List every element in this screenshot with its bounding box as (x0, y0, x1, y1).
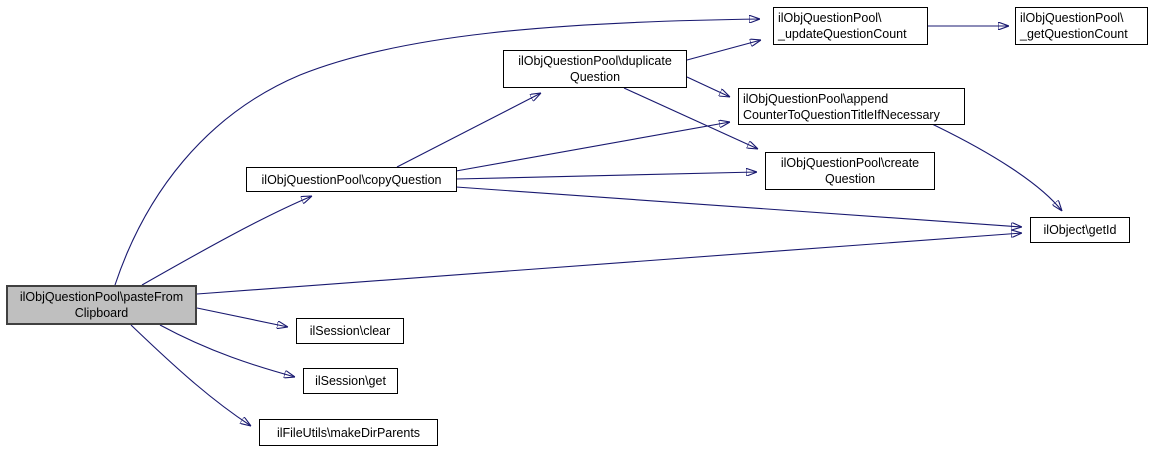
edge-pasteFromClipboard-makeDirParents (130, 324, 251, 426)
node-duplicatequestion[interactable]: ilObjQuestionPool\duplicate Question (503, 50, 687, 88)
node-label: Question (569, 70, 621, 84)
node-sessionclear[interactable]: ilSession\clear (296, 318, 404, 344)
edge-copyQuestion-getId (455, 186, 1022, 227)
node-label: CounterToQuestionTitleIfNecessary (743, 107, 940, 122)
edge-duplicateQuestion-createQuestion (623, 87, 758, 149)
node-getquestioncount[interactable]: ilObjQuestionPool\ _getQuestionCount (1015, 7, 1148, 45)
edge-duplicateQuestion-appendCounterToQuestionTitleIfNecessary (686, 76, 730, 97)
edge-copyQuestion-createQuestion (455, 172, 757, 180)
edge-pasteFromClipboard-sessionClear (196, 307, 288, 327)
edge-pasteFromClipboard-sessionGet (159, 324, 295, 377)
node-label: ilObjQuestionPool\pasteFrom (19, 290, 184, 304)
node-label: ilObjQuestionPool\ (1020, 11, 1124, 25)
node-label: ilObjQuestionPool\append (743, 91, 889, 106)
node-label: _updateQuestionCount (778, 27, 907, 41)
node-label: ilFileUtils\makeDirParents (276, 425, 421, 440)
edge-appendCounterToQuestionTitleIfNecessary-getId (931, 123, 1062, 211)
node-label: Clipboard (74, 306, 129, 320)
node-label: ilObjQuestionPool\ (778, 11, 882, 25)
edge-copyQuestion-appendCounterToQuestionTitleIfNecessary (455, 122, 730, 172)
node-label: ilObjQuestionPool\create (780, 156, 920, 170)
node-label: ilSession\clear (309, 324, 391, 338)
node-updatequestioncount[interactable]: ilObjQuestionPool\ _updateQuestionCount (773, 7, 928, 45)
edge-pasteFromClipboard-getId (196, 233, 1022, 295)
node-makedirparents[interactable]: ilFileUtils\makeDirParents (259, 419, 438, 446)
edge-copyQuestion-duplicateQuestion (396, 93, 541, 168)
node-label: ilObjQuestionPool\copyQuestion (261, 172, 442, 187)
node-label: ilObject\getId (1043, 223, 1117, 237)
node-appendcountertoquestiontitleifnecessary[interactable]: ilObjQuestionPool\append CounterToQuesti… (738, 88, 965, 125)
node-copyquestion[interactable]: ilObjQuestionPool\copyQuestion (246, 167, 457, 192)
edge-duplicateQuestion-updateQuestionCount (686, 40, 761, 61)
node-sessionget[interactable]: ilSession\get (303, 368, 398, 394)
edge-pasteFromClipboard-updateQuestionCount (114, 19, 760, 286)
node-label: _getQuestionCount (1020, 27, 1128, 41)
node-getid[interactable]: ilObject\getId (1030, 217, 1130, 243)
node-label: Question (824, 172, 876, 186)
node-label: ilObjQuestionPool\duplicate (518, 54, 672, 68)
node-pastefromclipboard[interactable]: ilObjQuestionPool\pasteFrom Clipboard (6, 285, 197, 325)
node-createquestion[interactable]: ilObjQuestionPool\create Question (765, 152, 935, 190)
node-label: ilSession\get (315, 374, 386, 388)
edge-pasteFromClipboard-copyQuestion (141, 196, 312, 286)
